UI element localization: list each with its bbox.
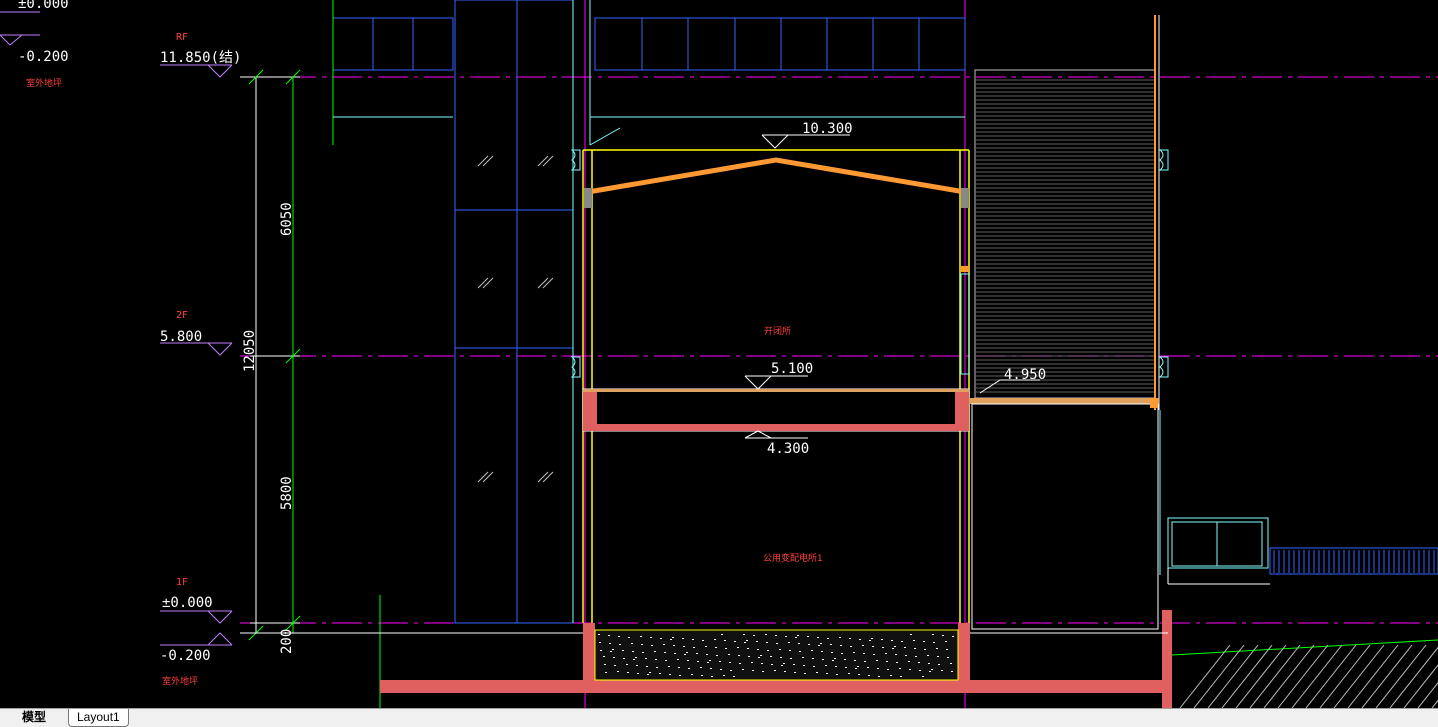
f1-value: ±0.000	[162, 595, 213, 611]
pitched-roof	[584, 157, 970, 375]
rf-level-marker	[160, 64, 233, 78]
level-lines	[240, 76, 1438, 624]
elev-floor-5100: 5.100	[771, 361, 813, 377]
top-left-outdoor-label: 室外地坪	[26, 77, 62, 89]
dim-upper: 6050	[279, 202, 295, 236]
outdoor-label: 室外地坪	[162, 675, 198, 687]
grid-lines	[584, 0, 966, 708]
top-left-level-mark	[0, 11, 40, 46]
top-left-minus-value: -0.200	[18, 49, 69, 65]
cad-drawing-canvas[interactable]: ±0.000 -0.200 室外地坪 RF 11.850(结) 2F 5.800…	[0, 0, 1438, 708]
dim-lower: 5800	[279, 476, 295, 510]
elev-beam-4300: 4.300	[767, 441, 809, 457]
elevation-markers	[744, 134, 1040, 439]
f1-label: 1F	[176, 577, 188, 588]
rf-label: RF	[176, 32, 188, 43]
right-annex	[1162, 517, 1438, 708]
outdoor-value: -0.200	[160, 648, 211, 664]
f1-level-marker	[160, 610, 233, 646]
tab-model[interactable]: 模型	[22, 710, 47, 724]
f2-value: 5.800	[160, 329, 202, 345]
dim-base: 200	[279, 629, 295, 654]
right-stair-section	[969, 15, 1161, 630]
tab-layout1[interactable]: Layout1	[68, 709, 129, 727]
foundation	[240, 623, 1172, 693]
rf-value: 11.850(结)	[160, 50, 241, 66]
elev-roof-top: 10.300	[802, 121, 853, 137]
f2-label: 2F	[176, 310, 188, 321]
top-glazing-band	[589, 0, 966, 146]
dimension-lines	[240, 69, 381, 708]
top-left-value: ±0.000	[18, 0, 69, 12]
room-upper: 开闭所	[764, 325, 791, 337]
f2-level-marker	[160, 342, 233, 356]
left-building-facade	[332, 0, 574, 624]
mid-floor-slab	[582, 388, 970, 432]
elev-platform-4950: 4.950	[1004, 367, 1046, 383]
layout-tab-bar: 模型 Layout1	[0, 708, 1438, 727]
dim-total: 12050	[242, 330, 258, 372]
main-building-walls	[582, 149, 970, 623]
room-lower: 公用变配电所1	[763, 552, 822, 564]
column-breaks	[570, 149, 1169, 378]
